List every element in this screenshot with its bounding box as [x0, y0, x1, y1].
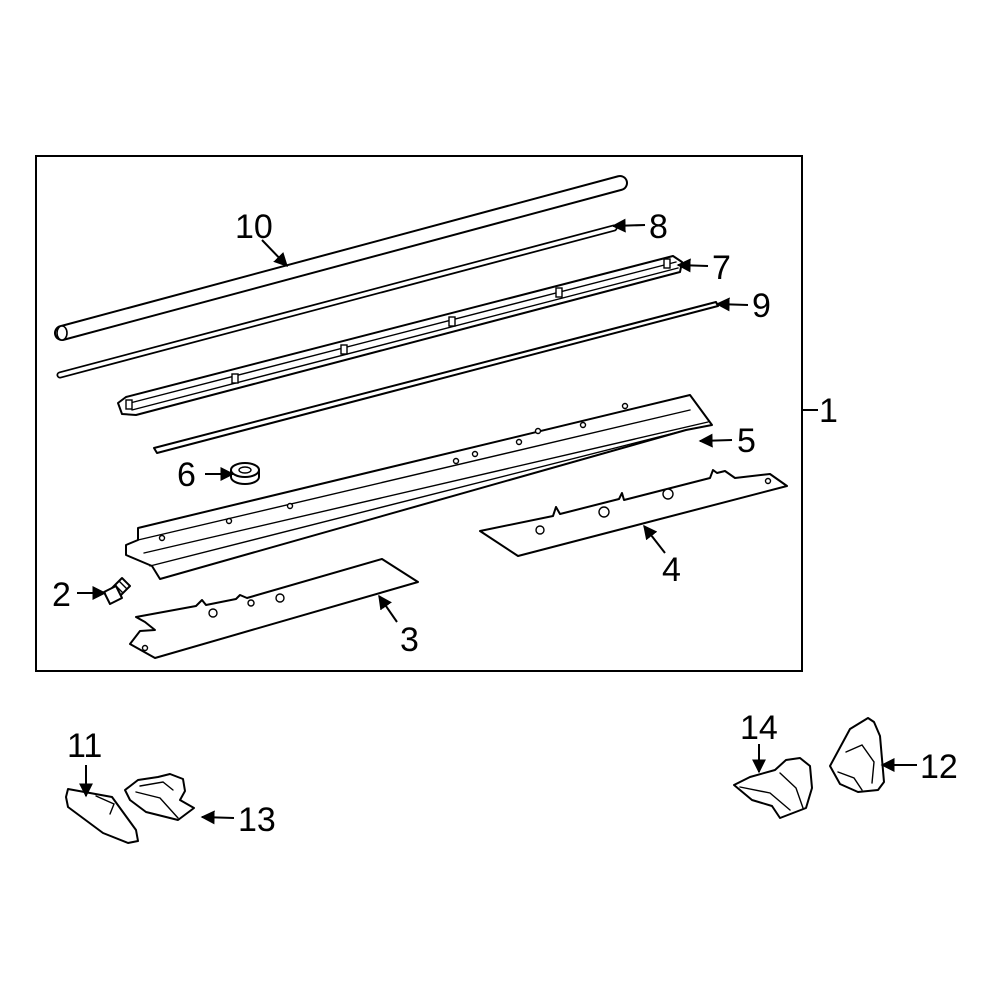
part-14-bracket [733, 757, 813, 819]
leader-13 [200, 810, 235, 825]
callout-7: 7 [712, 249, 731, 287]
assembly-frame [35, 155, 803, 672]
part-4-shield [479, 469, 788, 557]
callout-14: 14 [740, 709, 778, 747]
callout-13: 13 [238, 801, 276, 839]
part-11-bracket [65, 788, 139, 844]
leader-4 [643, 524, 666, 554]
callout-3: 3 [400, 621, 419, 659]
leader-9 [715, 297, 749, 312]
callout-9: 9 [752, 287, 771, 325]
callout-8: 8 [649, 208, 668, 246]
callout-6: 6 [177, 456, 196, 494]
part-12-bracket [829, 717, 885, 793]
part-3-shield [129, 558, 419, 659]
leader-7 [676, 258, 709, 273]
leader-10 [261, 239, 288, 268]
part-13-bracket [124, 773, 195, 821]
leader-5 [698, 433, 733, 448]
part-2-screw [103, 577, 131, 605]
part-10-rod [54, 175, 628, 341]
callout-1: 1 [819, 392, 838, 430]
part-8-strip [56, 224, 618, 379]
leader-3 [378, 594, 398, 623]
part-5-sill-panel [125, 394, 713, 580]
callout-4: 4 [662, 551, 681, 589]
part-6-grommet [230, 462, 260, 485]
callout-12: 12 [920, 748, 958, 786]
callout-5: 5 [737, 422, 756, 460]
leader-8 [611, 218, 646, 233]
callout-11: 11 [67, 727, 102, 765]
part-7-channel [117, 255, 683, 416]
callout-10: 10 [235, 208, 273, 246]
callout-2: 2 [52, 576, 71, 614]
